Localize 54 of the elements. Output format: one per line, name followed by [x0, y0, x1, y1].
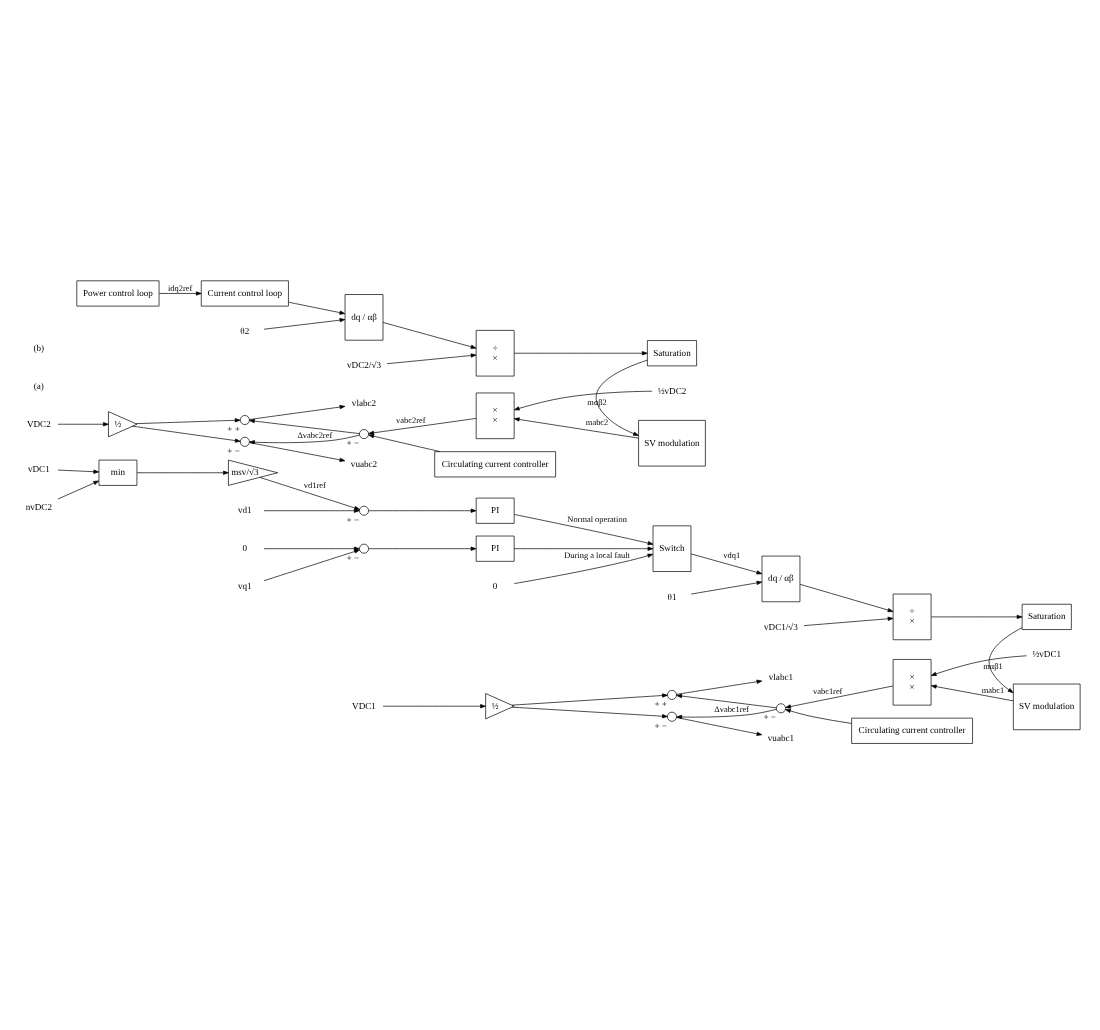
arrow [676, 693, 777, 708]
arrow [988, 626, 1023, 692]
arrow [57, 421, 109, 426]
arrow [259, 476, 360, 509]
arrow [382, 703, 486, 708]
arrow [263, 545, 360, 550]
arrow [595, 358, 648, 435]
arrow [690, 552, 763, 574]
arrow [368, 545, 477, 550]
arrow [263, 507, 360, 512]
node-circle [239, 414, 250, 424]
node-circle [359, 542, 369, 553]
arrow [676, 716, 763, 735]
arrow [386, 352, 477, 364]
node-circle [359, 428, 369, 438]
arrow [690, 579, 763, 594]
arrow [263, 548, 360, 581]
arrow [931, 683, 1014, 701]
node-circle [359, 504, 369, 515]
arrow [513, 350, 648, 355]
node-circle [667, 689, 677, 699]
arrow [513, 545, 654, 550]
arrow [514, 389, 653, 410]
arrow [159, 290, 202, 295]
arrow [785, 684, 894, 708]
arrow [382, 321, 477, 348]
arrow [799, 582, 894, 612]
arrow [514, 552, 654, 583]
arrow [135, 417, 241, 424]
node-circle [667, 710, 677, 721]
arrow [513, 513, 654, 545]
arrow [249, 441, 346, 461]
arrow [676, 678, 763, 694]
arrow [249, 433, 360, 444]
node-circle [776, 702, 786, 713]
arrow [57, 468, 100, 473]
arrow [803, 615, 894, 625]
arrow [288, 300, 346, 314]
arrow [249, 404, 346, 419]
arrow [785, 707, 852, 723]
arrow [368, 433, 441, 451]
arrow [57, 479, 100, 499]
arrow [132, 424, 241, 442]
arrow [136, 469, 229, 474]
arrow [931, 613, 1023, 618]
arrow [930, 654, 1027, 675]
arrow [368, 507, 477, 512]
arrow [263, 317, 346, 329]
arrow [368, 417, 477, 434]
arrow [513, 416, 639, 438]
node-circle [239, 435, 250, 446]
arrow [511, 705, 668, 718]
arrow [249, 418, 360, 433]
arrow [511, 692, 668, 705]
